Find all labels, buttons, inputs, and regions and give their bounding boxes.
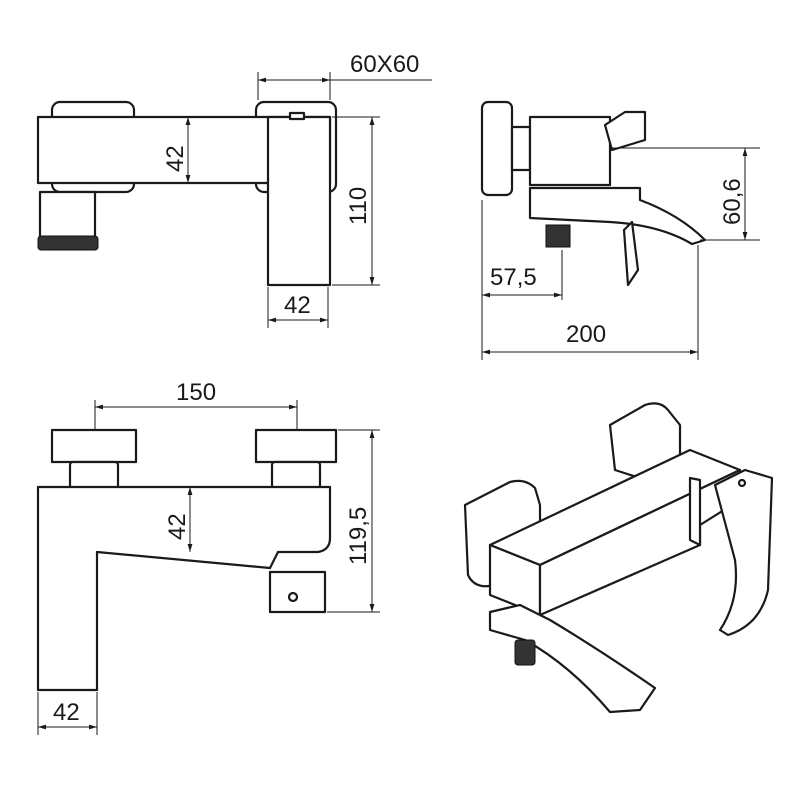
side-spout	[528, 186, 707, 246]
dim-119-5: 119,5	[345, 507, 372, 565]
iso-lever	[713, 468, 774, 637]
iso-body-recess	[688, 476, 702, 547]
top-body-outline	[36, 485, 332, 692]
dim-42-spout: 42	[284, 292, 311, 319]
dim-42-top-body: 42	[164, 513, 191, 540]
outlet-thread	[545, 224, 571, 248]
diverter-cartridge	[38, 190, 97, 239]
dim-150: 150	[176, 379, 216, 406]
front-view: 60X60 42 110 42	[36, 51, 432, 328]
right-cap-top	[254, 428, 338, 464]
right-nut-top	[270, 460, 322, 490]
lever-top	[603, 110, 647, 152]
dim-57-5: 57,5	[490, 264, 537, 291]
side-body	[528, 115, 612, 187]
iso-outlet-thread	[514, 639, 536, 666]
wall-flange	[480, 100, 514, 197]
iso-spout	[488, 603, 657, 714]
iso-lever-screw	[737, 478, 747, 488]
knurled-nut	[37, 235, 99, 251]
dim-60x60: 60X60	[350, 51, 419, 78]
spout-outlet-top	[268, 570, 327, 614]
dim-200: 200	[566, 321, 606, 348]
outlet-hole	[287, 591, 299, 603]
top-view: 150 42 119,5 42	[36, 379, 380, 735]
left-cap-top	[50, 428, 138, 464]
left-nut-top	[68, 460, 120, 490]
dim-42-body: 42	[162, 145, 189, 172]
dim-60-6: 60,6	[719, 178, 746, 225]
side-view: 60,6 57,5 200	[480, 100, 760, 360]
spout-front	[266, 115, 332, 287]
dim-42-top-spout: 42	[53, 699, 80, 726]
isometric-view	[463, 402, 774, 714]
hex-nut	[510, 125, 532, 172]
lever-slot	[288, 111, 306, 121]
dim-110: 110	[345, 187, 372, 225]
lever-blade	[622, 220, 640, 287]
